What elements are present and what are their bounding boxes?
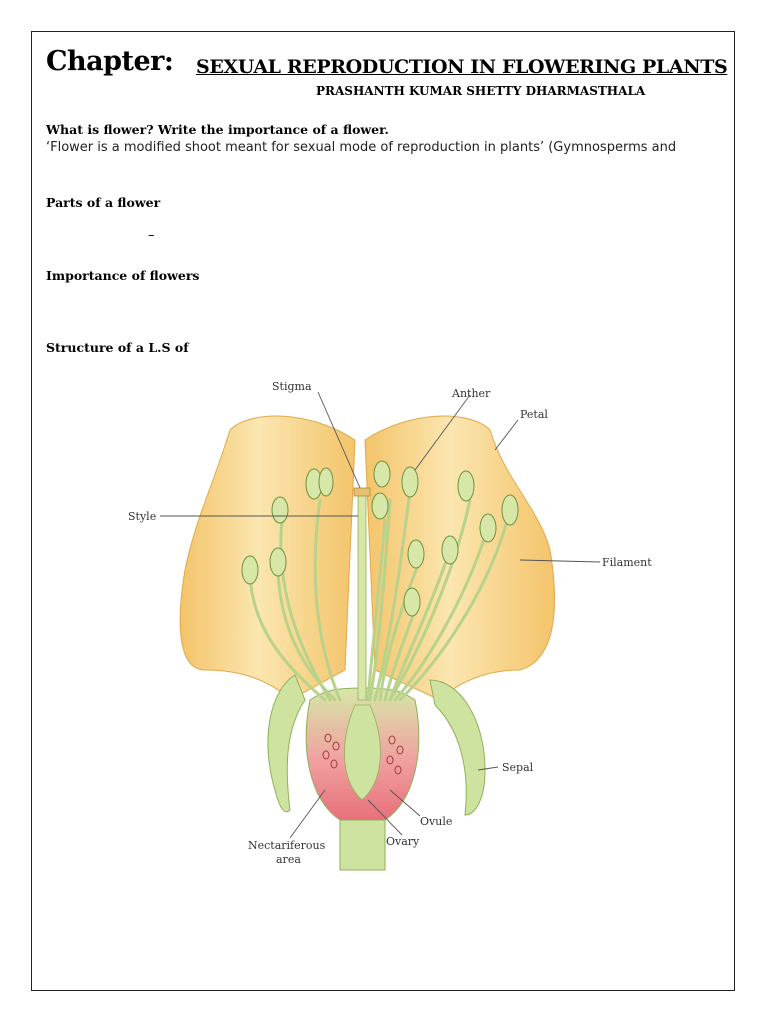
page-border [31,31,735,991]
section-importance-heading: Importance of flowers [46,268,200,283]
label-ovary: Ovary [386,835,420,848]
flower-ls-diagram: Stigma Anther Petal Style Filament Sepal… [128,380,652,871]
chapter-label: Chapter: [46,46,174,77]
label-filament: Filament [602,556,652,569]
ovules [322,733,404,775]
ovary-cavity [344,704,381,801]
anthers [241,460,519,617]
label-anther: Anther [451,387,491,400]
label-petal: Petal [520,408,548,421]
petal-left [179,415,356,701]
stigma [353,487,371,497]
style [357,494,367,701]
author-name: PRASHANTH KUMAR SHETTY DHARMASTHALA [316,84,646,98]
pedicel [339,819,386,871]
section-structure-heading: Structure of a L.S of [46,340,189,355]
label-ovule: Ovule [420,815,452,828]
label-stigma: Stigma [272,380,312,393]
question-body: ‘Flower is a modified shoot meant for se… [46,140,677,155]
section-parts-heading: Parts of a flower [46,195,161,210]
dash-mark: – [148,228,155,243]
label-style: Style [128,510,156,523]
label-sepal: Sepal [502,761,534,774]
filaments [248,488,512,702]
sepal-left [267,674,306,813]
label-nectariferous: Nectariferous [248,839,326,852]
sepal-right [429,679,486,816]
question-heading: What is flower? Write the importance of … [46,122,389,137]
petal-right [364,415,556,701]
label-nectariferous-area: area [276,853,301,866]
chapter-title: SEXUAL REPRODUCTION IN FLOWERING PLANTS [196,56,728,78]
